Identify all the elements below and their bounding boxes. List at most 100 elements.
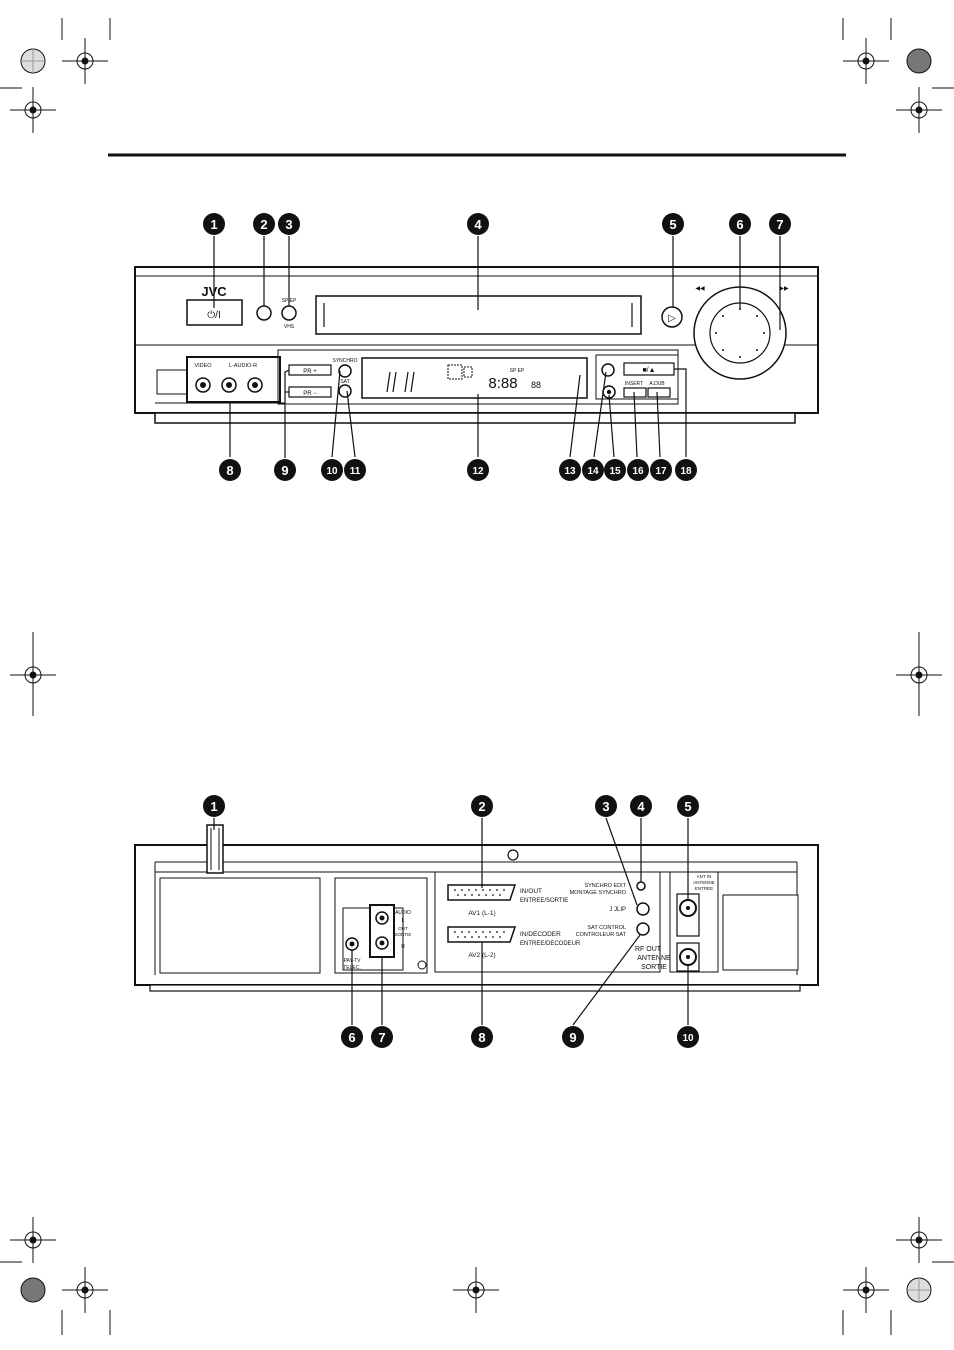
pr-plus-label: PR + — [303, 369, 317, 375]
synchro-edit-label: SYNCHRO EDIT — [584, 883, 626, 889]
scart-av2[interactable] — [447, 926, 517, 943]
callout-9-front: 9 — [274, 459, 296, 481]
antenne-label: ANTENNE — [693, 880, 715, 885]
callout-7-rear: 7 — [371, 1026, 393, 1048]
synchro-edit-jack[interactable] — [636, 881, 646, 891]
entree-sortie-label: ENTREE/SORTIE — [520, 898, 568, 904]
controleur-sat-label: CONTROLEUR SAT — [576, 932, 627, 938]
play-symbol: ▷ — [668, 313, 676, 324]
power-button-label: ⏻/I — [207, 310, 220, 321]
svg-text:14: 14 — [587, 466, 599, 477]
callout-2-front: 2 — [253, 213, 275, 235]
in-out-label: IN/OUT — [520, 888, 542, 895]
rf-out-label: RF OUT — [635, 946, 662, 953]
play-button[interactable] — [661, 306, 683, 328]
svg-text:9: 9 — [281, 463, 288, 478]
sortie-label: SORTIE — [641, 964, 667, 971]
callout-8-front: 8 — [219, 459, 241, 481]
registration-marks — [0, 18, 954, 1335]
av1-label: AV1 (L-1) — [468, 910, 495, 917]
callout-15-front: 15 — [604, 459, 626, 481]
display-sp-ep: SP EP — [510, 368, 525, 374]
svg-text:6: 6 — [348, 1030, 355, 1045]
ff-symbol: ▶▶ — [779, 286, 789, 292]
insert-button[interactable] — [623, 387, 647, 398]
svg-text:11: 11 — [350, 466, 361, 477]
svg-text:10: 10 — [682, 1033, 694, 1044]
antenna-in-label: ANT IN — [697, 874, 712, 879]
svg-text:16: 16 — [632, 466, 644, 477]
callout-4-front: 4 — [467, 213, 489, 235]
svg-text:7: 7 — [378, 1030, 385, 1045]
callout-13-front: 13 — [559, 459, 581, 481]
antenne-sortie-label: ANTENNE — [637, 955, 671, 962]
synchro-label: SYNCHRO — [332, 358, 357, 364]
svg-text:1: 1 — [210, 799, 217, 814]
callout-2-rear: 2 — [471, 795, 493, 817]
callout-3-front: 3 — [278, 213, 300, 235]
stop-eject-symbol: ■/▲ — [642, 367, 655, 374]
svg-text:2: 2 — [260, 217, 267, 232]
callout-7-front: 7 — [769, 213, 791, 235]
adub-label: A.DUB — [649, 381, 665, 387]
timer-button[interactable] — [256, 305, 272, 321]
synchro-button[interactable] — [338, 364, 352, 378]
l-label: L — [402, 918, 405, 924]
callout-17-front: 17 — [650, 459, 672, 481]
callout-10-front: 10 — [321, 459, 343, 481]
callout-14-front: 14 — [582, 459, 604, 481]
callout-6-rear: 6 — [341, 1026, 363, 1048]
out-label: OUT — [398, 926, 408, 931]
montage-synchro-label: MONTAGE SYNCHRO — [570, 890, 627, 896]
callout-16-front: 16 — [627, 459, 649, 481]
video-input-label: VIDEO — [194, 363, 212, 369]
callout-10-rear: 10 — [677, 1026, 699, 1048]
sat-label: SAT — [340, 379, 349, 385]
entree-decodeur-label: ENTREE/DECODEUR — [520, 941, 581, 947]
callout-4-rear: 4 — [630, 795, 652, 817]
svg-text:12: 12 — [472, 466, 484, 477]
svg-text:9: 9 — [569, 1030, 576, 1045]
callout-12-front: 12 — [467, 459, 489, 481]
jlip-label: J JLIP — [609, 907, 626, 913]
rear-leader-lines — [213, 817, 689, 1026]
r-label: R — [401, 944, 405, 950]
svg-text:10: 10 — [326, 466, 338, 477]
jlip-jack[interactable] — [636, 902, 650, 916]
rew-symbol: ◀◀ — [695, 286, 705, 292]
svg-text:4: 4 — [474, 217, 482, 232]
audio-input-label: L-AUDIO-R — [229, 363, 257, 369]
svg-text:5: 5 — [684, 799, 691, 814]
callout-11-front: 11 — [344, 459, 366, 481]
svg-text:8: 8 — [478, 1030, 485, 1045]
sat-button[interactable] — [338, 384, 352, 398]
sat-control-jack[interactable] — [636, 922, 650, 936]
sp-ep-button[interactable] — [281, 305, 297, 321]
svg-text:3: 3 — [602, 799, 609, 814]
svg-text:5: 5 — [669, 217, 676, 232]
audio-out-label: AUDIO — [395, 910, 411, 916]
callout-9-rear: 9 — [562, 1026, 584, 1048]
sat-control-label: SAT CONTROL — [587, 925, 626, 931]
entree-label: ENTREE — [695, 886, 713, 891]
pause-button[interactable] — [601, 363, 615, 377]
svg-text:2: 2 — [478, 799, 485, 814]
rear-panel-illustration: PAY-TV TELEC. AUDIO OUT SORTIE L R IN/OU… — [134, 824, 819, 992]
svg-text:18: 18 — [680, 466, 692, 477]
callout-5-front: 5 — [662, 213, 684, 235]
svg-text:1: 1 — [210, 217, 217, 232]
svg-text:3: 3 — [285, 217, 292, 232]
scart-av1[interactable] — [447, 884, 517, 901]
svg-text:15: 15 — [609, 466, 621, 477]
pr-minus-label: PR − — [303, 391, 317, 397]
power-cord — [206, 824, 224, 874]
svg-text:8: 8 — [226, 463, 233, 478]
callout-6-front: 6 — [729, 213, 751, 235]
svg-text:6: 6 — [736, 217, 743, 232]
svg-text:7: 7 — [776, 217, 783, 232]
callout-1-front: 1 — [203, 213, 225, 235]
jog-dial[interactable] — [709, 302, 771, 364]
display-small-digits: 88 — [531, 380, 541, 390]
in-decoder-label: IN/DECODER — [520, 931, 561, 938]
adub-button[interactable] — [647, 387, 671, 398]
